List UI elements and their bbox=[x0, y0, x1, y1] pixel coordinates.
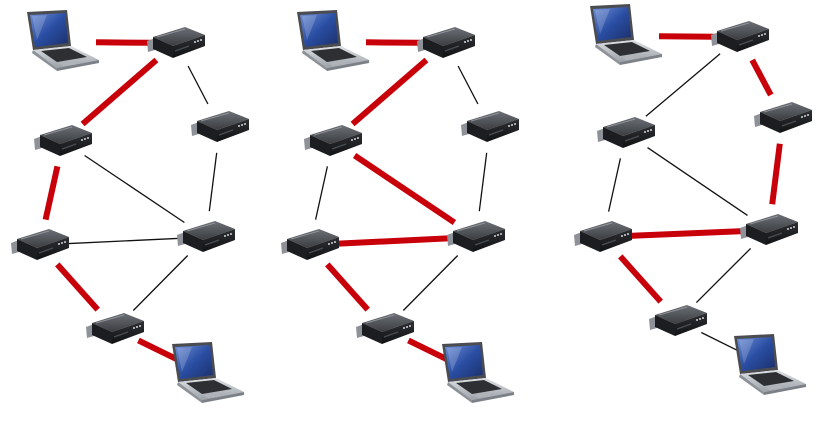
route-link-router_top-router_left1 bbox=[80, 57, 159, 127]
laptop-icon bbox=[590, 4, 662, 65]
network-2-edges bbox=[314, 39, 488, 362]
router-icon bbox=[573, 220, 633, 253]
router-icon bbox=[648, 304, 708, 337]
router-icon bbox=[10, 228, 70, 261]
laptop-icon bbox=[172, 342, 244, 403]
network-link-router_right1-router_right2 bbox=[478, 152, 488, 212]
network-link-router_right2-router_bottom bbox=[402, 255, 459, 311]
router-icon bbox=[303, 124, 363, 157]
network-link-router_left2-router_right2 bbox=[65, 237, 181, 245]
route-link-router_left2-router_bottom bbox=[55, 262, 100, 312]
router-icon bbox=[85, 312, 145, 345]
route-link-router_left2-router_right2 bbox=[335, 235, 451, 247]
route-link-router_left2-router_bottom bbox=[618, 254, 663, 304]
network-link-router_left1-router_right2 bbox=[84, 154, 185, 224]
network-link-router_left1-router_right2 bbox=[647, 147, 748, 216]
network-link-router_top-router_right1 bbox=[457, 65, 479, 105]
network-link-router_right2-router_bottom bbox=[132, 255, 189, 311]
route-link-router_top-router_left1 bbox=[350, 57, 429, 127]
network-3-edges bbox=[607, 33, 783, 352]
laptop-icon bbox=[27, 10, 99, 71]
route-link-router_left1-router_right2 bbox=[352, 153, 457, 225]
router-icon bbox=[416, 26, 476, 59]
router-icon bbox=[596, 116, 656, 149]
router-icon bbox=[753, 101, 813, 134]
network-1-edges bbox=[42, 39, 218, 362]
route-link-router_left2-router_bottom bbox=[325, 262, 370, 312]
router-icon bbox=[176, 220, 236, 253]
router-icon bbox=[190, 110, 250, 143]
laptop-icon bbox=[734, 334, 806, 395]
route-link-router_right1-router_right2 bbox=[769, 143, 783, 205]
network-link-router_right1-router_right2 bbox=[208, 152, 218, 212]
router-icon bbox=[146, 26, 206, 59]
router-icon bbox=[355, 312, 415, 345]
route-link-laptop_a-router_top bbox=[95, 39, 151, 46]
network-link-router_bottom-laptop_b bbox=[701, 331, 739, 352]
network-3-nodes bbox=[573, 4, 813, 395]
network-link-router_top-router_right1 bbox=[187, 65, 209, 105]
route-link-laptop_a-router_top bbox=[658, 33, 715, 40]
laptop-icon bbox=[297, 10, 369, 71]
network-link-router_top-router_left1 bbox=[645, 53, 721, 117]
router-icon bbox=[460, 110, 520, 143]
route-link-router_bottom-laptop_b bbox=[137, 337, 178, 362]
router-icon bbox=[280, 228, 340, 261]
router-icon bbox=[739, 213, 799, 246]
network-link-router_left1-router_left2 bbox=[607, 158, 622, 212]
router-icon bbox=[710, 20, 770, 53]
route-link-laptop_a-router_top bbox=[365, 39, 421, 46]
route-link-router_bottom-laptop_b bbox=[407, 337, 448, 362]
route-link-router_left2-router_right2 bbox=[628, 228, 744, 239]
router-icon bbox=[33, 124, 93, 157]
route-link-router_left1-router_left2 bbox=[42, 165, 61, 221]
route-link-router_top-router_right1 bbox=[749, 58, 774, 97]
network-link-router_left1-router_left2 bbox=[314, 166, 329, 220]
network-2-nodes bbox=[280, 10, 520, 403]
laptop-icon bbox=[442, 342, 514, 403]
network-link-router_right2-router_bottom bbox=[695, 247, 752, 304]
router-icon bbox=[446, 220, 506, 253]
edges-layer bbox=[42, 33, 783, 362]
